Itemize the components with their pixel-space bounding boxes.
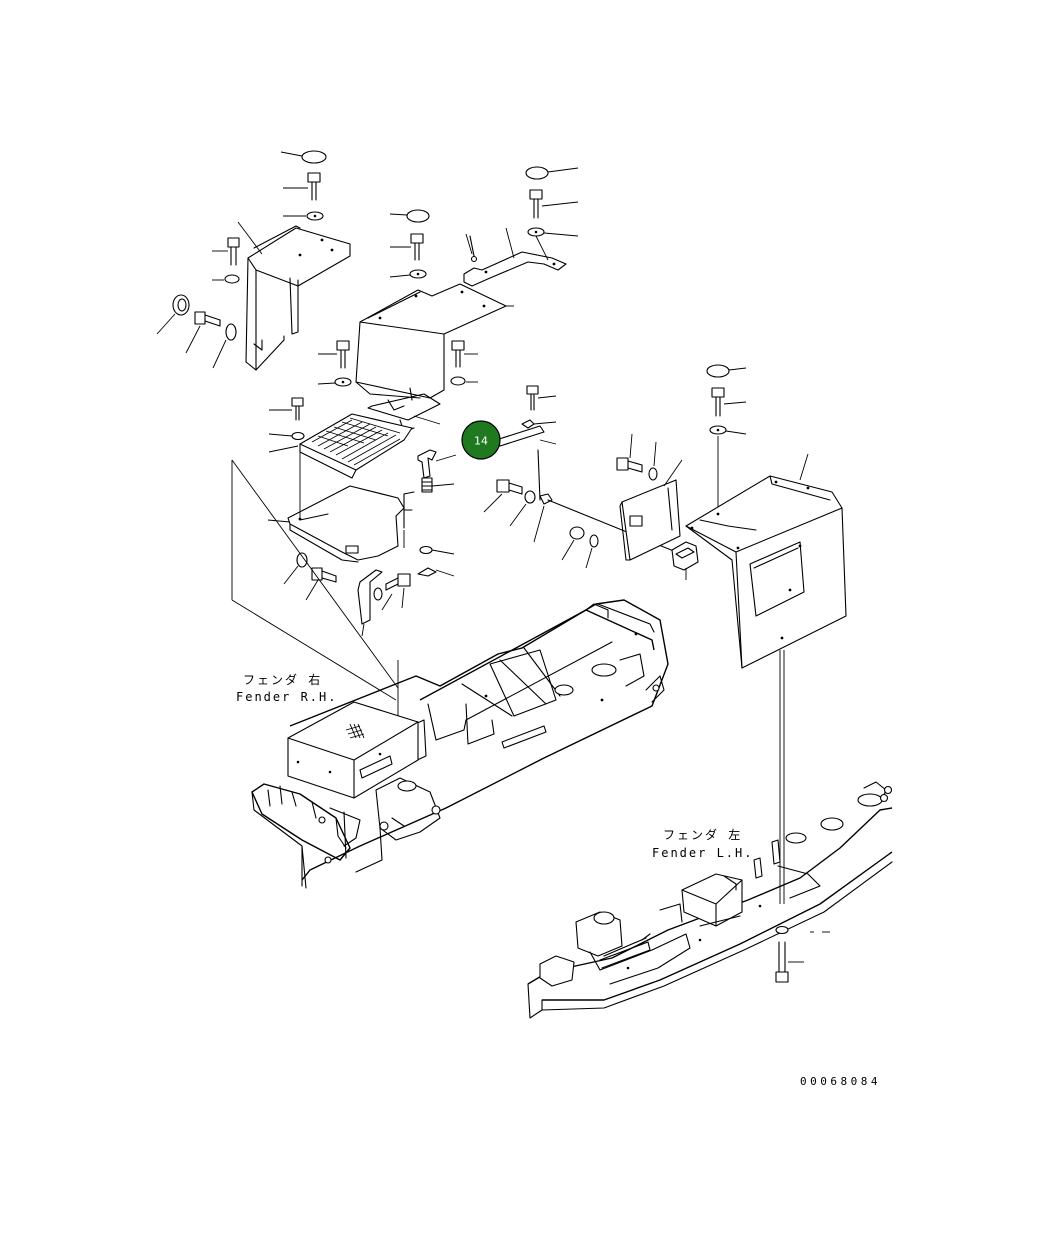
nut-part	[569, 526, 585, 540]
fender-block	[539, 955, 575, 987]
fender-hole	[591, 663, 617, 677]
washer-part	[648, 467, 658, 481]
bolt-part	[385, 573, 411, 591]
washer-part	[373, 587, 383, 601]
fender-rh-label-en: Fender R.H.	[236, 690, 337, 704]
rod-part	[495, 425, 545, 447]
bolt-part	[529, 189, 543, 219]
support-plate	[287, 485, 405, 561]
stay-bracket	[463, 251, 567, 287]
bolt-part	[227, 237, 240, 266]
fender-hole	[554, 684, 574, 696]
callout-14[interactable]: 14	[461, 420, 501, 460]
bolt-part	[311, 567, 337, 583]
document-id: 00068084	[800, 1075, 881, 1088]
washer-part	[775, 925, 789, 935]
fender-lh-label-jp: フェンダ 左	[663, 827, 742, 842]
bolt-part	[496, 479, 523, 495]
fender-lh-label-en: Fender L.H.	[652, 846, 753, 860]
washer-part	[291, 431, 305, 441]
washer-part	[225, 323, 237, 341]
fender-rh: フェンダ 右 Fender R.H.	[231, 459, 669, 889]
upper-left-bracket-group	[156, 150, 351, 371]
bolt-part	[336, 340, 350, 369]
long-bolt-part	[775, 941, 789, 983]
bolt-part	[526, 385, 539, 411]
bolt-part	[410, 233, 424, 261]
bolt-part	[307, 172, 321, 201]
bracket-plate	[247, 227, 351, 287]
spring-part	[421, 477, 433, 493]
grommet-part	[172, 294, 190, 316]
bolt-part	[291, 397, 304, 421]
cover-panel	[355, 283, 507, 399]
cap-part	[301, 150, 327, 164]
rod-group	[483, 385, 687, 557]
callout-number[interactable]: 14	[474, 435, 488, 448]
cap-part	[706, 364, 730, 378]
fender-block	[681, 873, 743, 927]
washer-part	[419, 545, 433, 555]
washer-part	[296, 552, 308, 568]
fender-lh: フェンダ 左 Fender L.H.	[527, 781, 893, 1019]
fender-rh-label-jp: フェンダ 右	[243, 672, 322, 687]
cap-part	[525, 166, 549, 180]
upper-cover-group	[317, 166, 579, 433]
washer-part	[450, 376, 466, 386]
washer-part	[224, 274, 240, 284]
bolt-part	[711, 387, 725, 417]
bolt-part	[616, 457, 643, 473]
battery-box	[287, 701, 419, 799]
inner-plate	[621, 479, 681, 561]
bolt-part	[194, 311, 221, 327]
cap-part	[406, 209, 430, 223]
step-plate-group	[267, 397, 457, 637]
side-cover	[685, 475, 847, 669]
z-bracket	[357, 569, 383, 625]
right-cover-group	[561, 364, 847, 904]
lock-handle	[417, 449, 437, 479]
washer-part	[524, 490, 536, 504]
washer-part	[589, 534, 599, 548]
callout-circle[interactable]	[461, 420, 501, 460]
bolt-part	[451, 340, 465, 368]
